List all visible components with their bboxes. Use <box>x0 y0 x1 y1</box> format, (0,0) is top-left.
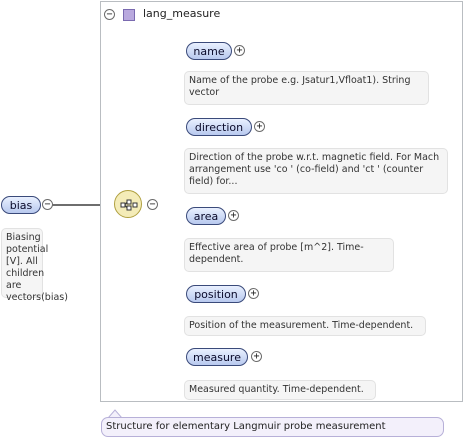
root-node-label: bias <box>9 199 33 212</box>
child-doc: Name of the probe e.g. Jsatur1,Vfloat1).… <box>184 71 429 105</box>
child-node-direction[interactable]: direction <box>186 118 252 136</box>
child-node-label: area <box>193 210 219 223</box>
child-node-label: direction <box>194 121 244 134</box>
child-doc: Measured quantity. Time-dependent. <box>184 380 376 400</box>
expand-toggle-icon[interactable]: + <box>248 288 259 299</box>
sequence-collapse-toggle-icon[interactable]: − <box>147 199 158 210</box>
child-node-position[interactable]: position <box>186 285 246 303</box>
child-node-label: measure <box>193 351 241 364</box>
root-collapse-toggle-icon[interactable]: − <box>42 199 53 210</box>
child-node-label: position <box>194 288 238 301</box>
sequence-compositor-icon[interactable] <box>114 190 142 218</box>
expand-toggle-icon[interactable]: + <box>254 121 265 132</box>
group-description: Structure for elementary Langmuir probe … <box>101 417 444 437</box>
child-doc: Position of the measurement. Time-depend… <box>184 316 426 336</box>
group-title: lang_measure <box>143 7 221 20</box>
child-node-area[interactable]: area <box>186 207 226 225</box>
child-node-label: name <box>193 45 225 58</box>
expand-toggle-icon[interactable]: + <box>228 210 239 221</box>
collapse-toggle-icon[interactable]: − <box>104 9 115 20</box>
child-doc: Direction of the probe w.r.t. magnetic f… <box>184 148 448 194</box>
child-node-name[interactable]: name <box>186 42 232 60</box>
root-node-bias[interactable]: bias <box>1 196 41 214</box>
expand-toggle-icon[interactable]: + <box>251 351 262 362</box>
root-doc: Biasing potential [V]. All children are … <box>1 228 68 303</box>
sequence-symbol-icon <box>120 199 138 211</box>
child-doc: Effective area of probe [m^2]. Time-depe… <box>184 238 394 272</box>
child-node-measure[interactable]: measure <box>186 348 248 366</box>
annotation-pointer-icon <box>108 409 122 418</box>
complex-type-icon <box>123 9 135 21</box>
expand-toggle-icon[interactable]: + <box>234 45 245 56</box>
